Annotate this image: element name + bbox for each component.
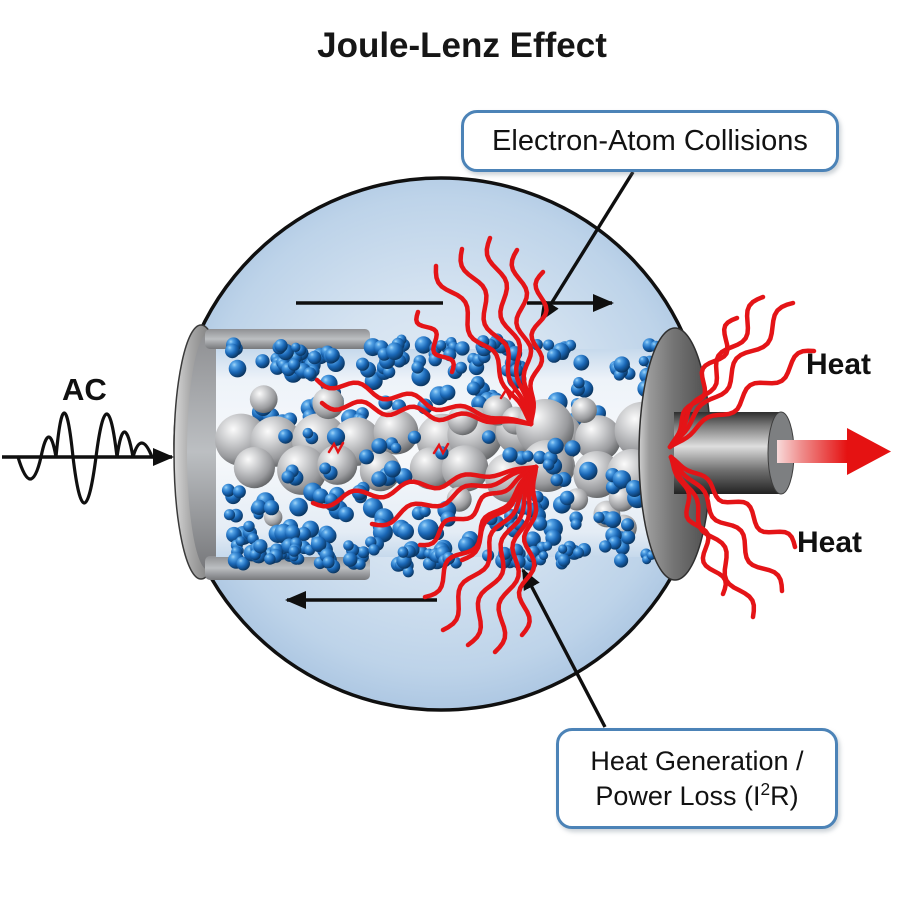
heat-squiggles-inside <box>310 235 549 655</box>
heat-output-arrow <box>777 428 891 475</box>
ac-waveform-icon <box>2 411 174 505</box>
heat-generation-callout-arrow <box>521 568 607 728</box>
electron-spheres-front <box>221 333 662 578</box>
collisions-callout-arrow <box>539 171 635 322</box>
collisions-callout-box: Electron-Atom Collisions <box>461 110 839 172</box>
heat-generation-callout-box: Heat Generation / Power Loss (I2R) <box>556 728 838 829</box>
heat-generation-line1: Heat Generation / <box>590 745 804 776</box>
heat-generation-line2: Power Loss (I2R) <box>595 778 799 811</box>
ac-source-label: AC <box>62 372 107 407</box>
collisions-callout-label: Electron-Atom Collisions <box>492 124 808 157</box>
page-title: Joule-Lenz Effect <box>317 26 607 65</box>
heat-squiggles-outside <box>667 294 817 620</box>
heat-label-bottom: Heat <box>797 526 863 559</box>
heat-label-top: Heat <box>806 348 872 381</box>
flow-arrows <box>285 171 635 728</box>
squared-superscript: 2 <box>760 778 771 799</box>
